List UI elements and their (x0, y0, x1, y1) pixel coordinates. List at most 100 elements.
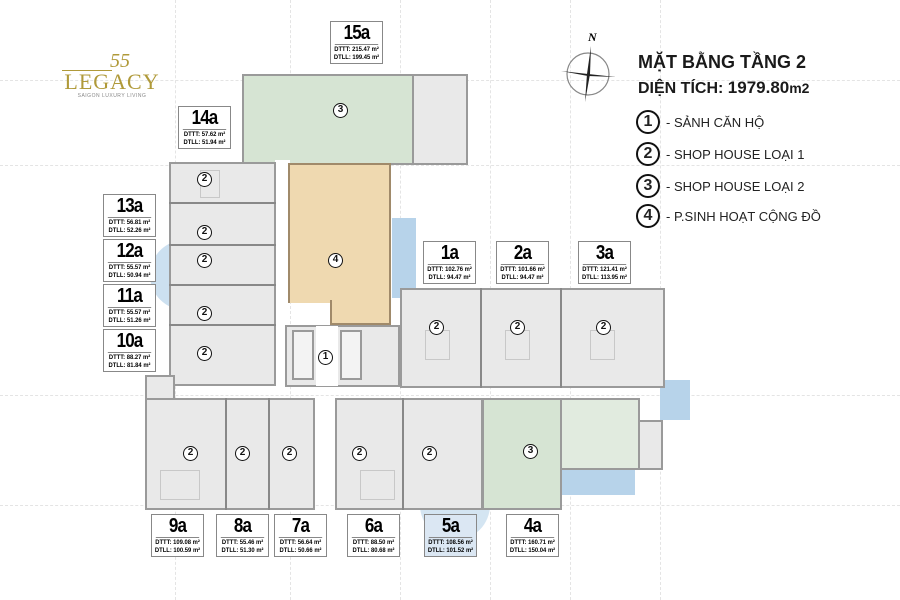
unit-dttt: DTTT: 57.62 m² (183, 131, 226, 138)
logo-brand: LEGACY (64, 69, 160, 94)
marker-2: 2 (197, 225, 212, 240)
unit-dttt: DTTT: 55.46 m² (221, 539, 264, 546)
wall (268, 398, 270, 510)
unit-dtll: DTLL: 94.47 m² (501, 274, 544, 281)
wall (169, 324, 276, 326)
unit-id: 7a (278, 515, 323, 538)
pool (392, 218, 416, 298)
grid-line (0, 165, 900, 166)
wall (169, 284, 276, 286)
marker-3: 3 (333, 103, 348, 118)
unit-id: 3a (582, 242, 627, 265)
compass: N (560, 30, 620, 105)
marker-2: 2 (429, 320, 444, 335)
units-1a-3a[interactable] (400, 288, 665, 388)
unit-id: 4a (510, 515, 555, 538)
unit-dtll: DTLL: 80.68 m² (352, 547, 395, 554)
unit-15a-area[interactable] (242, 74, 442, 165)
marker-2: 2 (422, 446, 437, 461)
unit-dtll: DTLL: 50.94 m² (108, 272, 151, 279)
unit-id: 13a (107, 195, 152, 218)
logo-tagline: SAIGON LUXURY LIVING (77, 93, 147, 99)
marker-2: 2 (596, 320, 611, 335)
unit-dtll: DTLL: 113.95 m² (582, 274, 627, 281)
unit-dtll: DTLL: 51.26 m² (108, 317, 151, 324)
legend-number: 2 (636, 142, 660, 166)
unit-dtll: DTLL: 101.52 m² (427, 547, 474, 554)
compass-rose-icon (561, 46, 616, 102)
legend-item: 2- SHOP HOUSE LOẠI 1 (636, 142, 804, 166)
area-label: DIỆN TÍCH: (638, 80, 724, 97)
water-feature (660, 380, 690, 420)
legend-item: 1 - SẢNH CĂN HỘ (636, 110, 764, 134)
legend-item: 4 - P.SINH HOẠT CỘNG ĐỒ (636, 204, 900, 228)
unit-id: 15a (334, 22, 379, 45)
marker-3: 3 (523, 444, 538, 459)
unit-dttt: DTTT: 88.50 m² (352, 539, 395, 546)
marker-1: 1 (318, 350, 333, 365)
units-left-column[interactable] (169, 162, 276, 386)
area-unit: m2 (789, 80, 810, 96)
furniture (160, 470, 200, 500)
marker-2: 2 (510, 320, 525, 335)
legend-item: 3 - SHOP HOUSE LOẠI 2 (636, 174, 804, 198)
legend-number: 4 (636, 204, 660, 228)
legend-number: 1 (636, 110, 660, 134)
unit-dtll: DTLL: 51.30 m² (221, 547, 264, 554)
grid-line (0, 395, 900, 396)
wall (225, 398, 227, 510)
unit-id: 8a (220, 515, 265, 538)
marker-2: 2 (235, 446, 250, 461)
community-room-ext (330, 300, 391, 325)
unit-dttt: DTTT: 56.64 m² (279, 539, 322, 546)
logo-mark: 55 (110, 50, 130, 72)
wall (560, 288, 562, 388)
community-room[interactable] (288, 163, 391, 303)
wall (169, 202, 276, 204)
legend-label: - P.SINH HOẠT CỘNG ĐỒ (666, 208, 821, 224)
stair-block (412, 74, 468, 165)
unit-dtll: DTLL: 51.94 m² (183, 139, 226, 146)
unit-id: 6a (351, 515, 396, 538)
elevator (340, 330, 362, 380)
unit-dtll: DTLL: 150.04 m² (509, 547, 556, 554)
unit-dttt: DTTT: 108.56 m² (428, 539, 473, 546)
unit-4a-area[interactable] (482, 398, 562, 510)
unit-dttt: DTTT: 109.08 m² (155, 539, 200, 546)
marker-2: 2 (352, 446, 367, 461)
unit-id: 11a (107, 285, 152, 308)
compass-north-label: N (588, 30, 597, 44)
marker-2: 2 (282, 446, 297, 461)
unit-id: 14a (182, 107, 227, 130)
area-line: DIỆN TÍCH: 1979.80m2 (638, 78, 809, 98)
legend-label: - SHOP HOUSE LOẠI 2 (666, 178, 805, 194)
legend-number: 3 (636, 174, 660, 198)
marker-2: 2 (183, 446, 198, 461)
wall (169, 244, 276, 246)
stair-left (145, 375, 175, 400)
area-value: 1979.80 (727, 78, 790, 97)
stair-right (638, 420, 663, 470)
unit-id: 10a (107, 330, 152, 353)
unit-dttt: DTTT: 215.47 m² (334, 46, 379, 53)
legend-label: - SẢNH CĂN HỘ (666, 114, 765, 130)
unit-dttt: DTTT: 55.57 m² (108, 264, 151, 271)
unit-dttt: DTTT: 101.66 m² (500, 266, 545, 273)
unit-id: 2a (500, 242, 545, 265)
unit-4a-annex (560, 398, 640, 470)
